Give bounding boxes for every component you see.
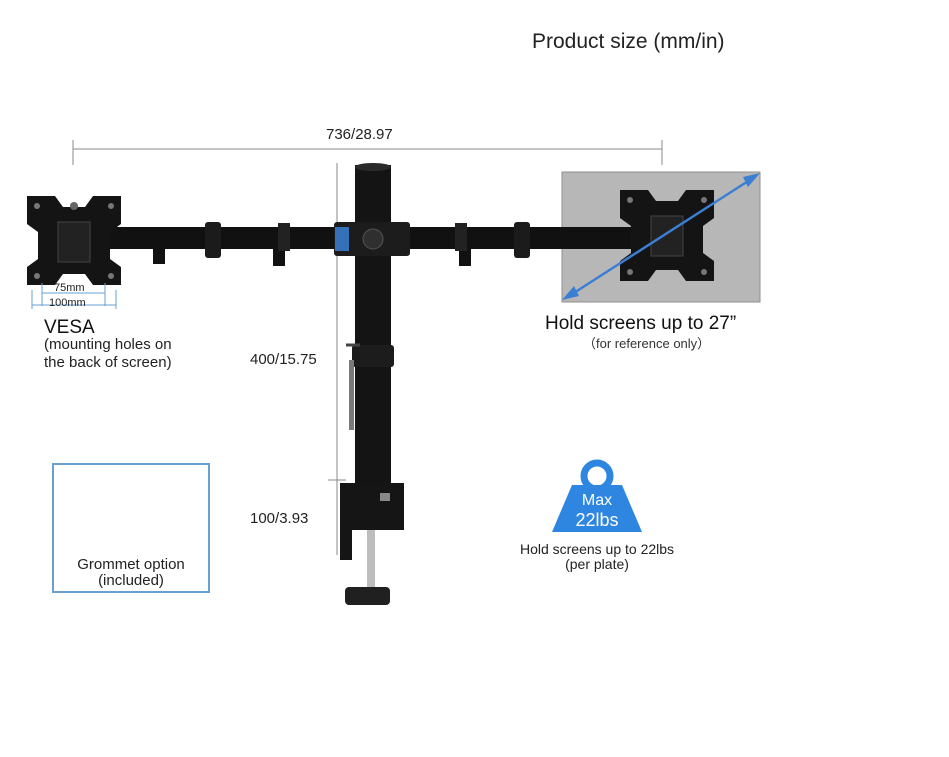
vesa-desc-line2: the back of screen) <box>44 354 172 371</box>
width-dimension-label: 736/28.97 <box>326 126 393 143</box>
right-vesa-plate <box>620 190 714 281</box>
weight-caption-line2: (per plate) <box>565 556 629 572</box>
page-title: Product size (mm/in) <box>532 30 725 53</box>
grommet-label-line1: Grommet option <box>77 556 185 573</box>
vesa-outer-label: 100mm <box>49 297 86 309</box>
screen-size-title: Hold screens up to 27” <box>545 313 737 334</box>
weight-badge-max: Max <box>581 492 613 509</box>
weight-badge-icon <box>552 459 642 532</box>
left-arm <box>105 222 345 266</box>
grommet-label-line2: (included) <box>98 572 164 589</box>
grommet-panel <box>52 463 210 593</box>
desk-clamp <box>340 483 404 605</box>
weight-caption-line1: Hold screens up to 22lbs <box>519 541 675 557</box>
diagonal-arrow <box>562 173 760 300</box>
weight-badge-value: 22lbs <box>575 510 619 530</box>
clamp-dimension-label: 100/3.93 <box>250 510 309 527</box>
vesa-inner-label: 75mm <box>54 282 85 294</box>
left-vesa-plate <box>27 196 121 309</box>
vesa-title: VESA <box>44 317 95 338</box>
right-arm <box>395 222 650 266</box>
pole <box>334 163 410 490</box>
width-dimension-line <box>72 140 663 165</box>
screen-size-note: （for reference only） <box>583 336 711 351</box>
height-dimension-label: 400/15.75 <box>250 351 317 368</box>
vesa-desc-line1: (mounting holes on <box>44 336 172 353</box>
